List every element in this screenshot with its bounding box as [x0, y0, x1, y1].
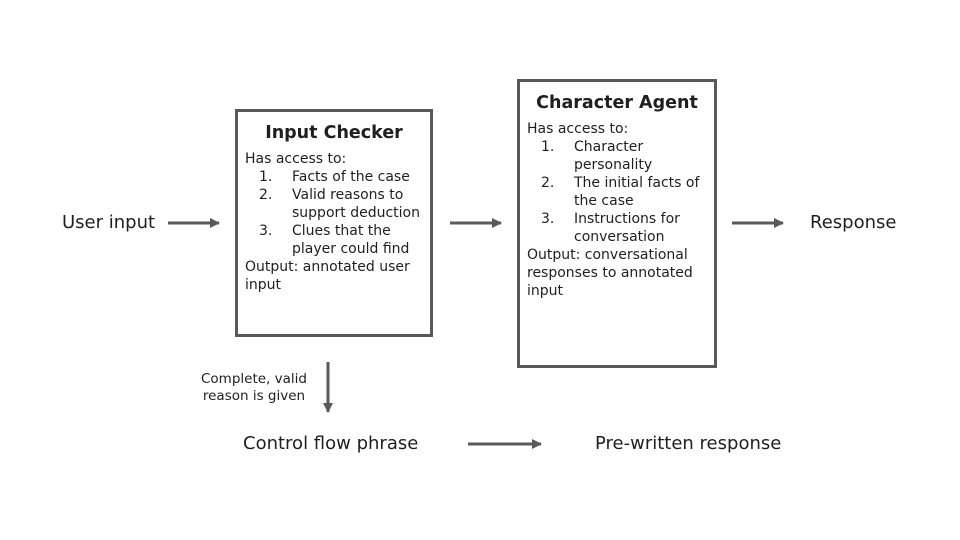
list-item: 1. Character personality [527, 138, 708, 174]
character-agent-box: Character Agent Has access to: 1. Charact… [517, 79, 717, 368]
character-agent-list: 1. Character personality 2. The initial fa… [527, 138, 708, 246]
input-checker-box: Input Checker Has access to: 1. Facts of … [235, 109, 433, 337]
list-item: 1. Facts of the case [245, 168, 424, 186]
input-checker-access-label: Has access to: [245, 151, 347, 167]
list-number: 3. [541, 211, 555, 227]
user-input-label: User input [62, 212, 156, 233]
list-number: 1. [259, 169, 273, 185]
list-text: Facts of the case [292, 169, 410, 185]
list-text: Valid reasons to support deduction [292, 187, 420, 221]
list-text: Clues that the player could find [292, 223, 410, 257]
character-agent-title: Character Agent [536, 93, 698, 113]
character-agent-access-label: Has access to: [527, 121, 629, 137]
character-agent-output: Output: conversational responses to anno… [527, 247, 693, 299]
list-item: 2. Valid reasons to support deduction [245, 186, 424, 222]
prewritten-response-label: Pre-written response [595, 433, 782, 454]
control-flow-label: Control flow phrase [243, 433, 419, 454]
list-item: 3. Clues that the player could find [245, 222, 424, 258]
list-item: 3. Instructions for conversation [527, 210, 708, 246]
input-checker-list: 1. Facts of the case 2. Valid reasons to s… [245, 168, 424, 258]
input-checker-output: Output: annotated user input [245, 259, 410, 293]
list-number: 3. [259, 223, 273, 239]
response-label: Response [810, 212, 897, 233]
list-item: 2. The initial facts of the case [527, 174, 708, 210]
list-number: 2. [541, 175, 555, 191]
condition-label: Complete, valid reason is given [201, 371, 307, 404]
list-text: The initial facts of the case [574, 175, 700, 209]
list-number: 1. [541, 139, 555, 155]
list-number: 2. [259, 187, 273, 203]
input-checker-title: Input Checker [265, 123, 403, 143]
list-text: Character personality [574, 139, 653, 173]
list-text: Instructions for conversation [574, 211, 680, 245]
